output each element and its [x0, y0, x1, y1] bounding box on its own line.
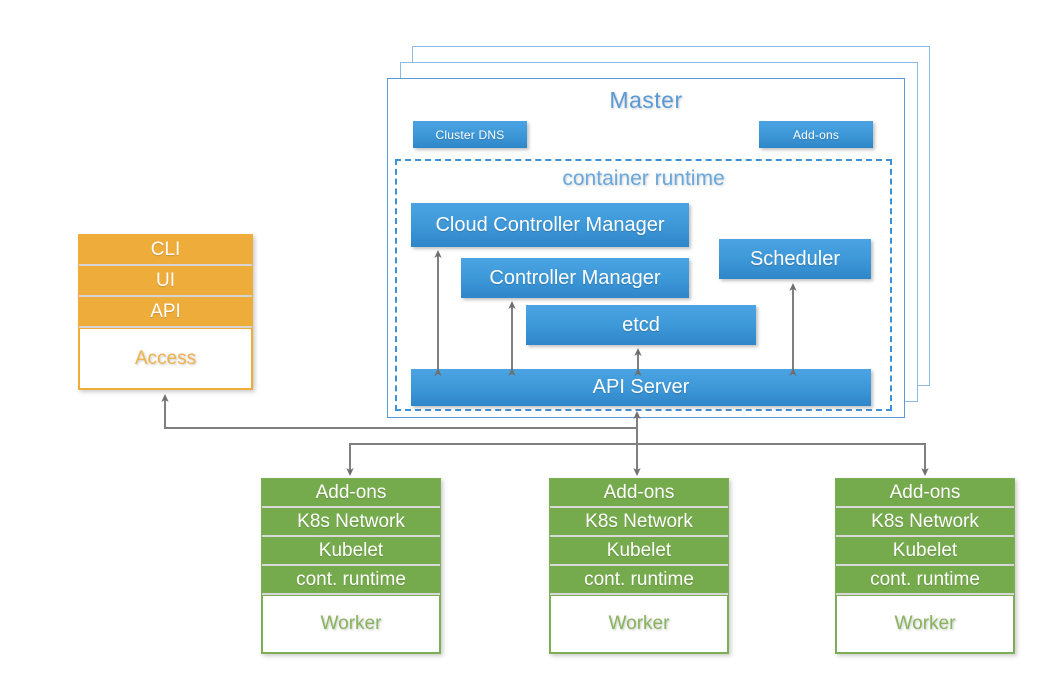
worker-2-bar-network-label: K8s Network — [585, 510, 693, 532]
worker-2-footer-label: Worker — [608, 613, 670, 634]
worker-1-bar-addons-label: Add-ons — [315, 481, 387, 503]
worker-2-bar-kubelet[interactable]: Kubelet — [550, 537, 728, 566]
worker-3-bar-network-label: K8s Network — [871, 510, 979, 532]
cluster-dns-label: Cluster DNS — [435, 127, 505, 142]
master-node[interactable]: Master Cluster DNS Add-ons container run… — [387, 78, 905, 418]
worker-3-bar-kubelet[interactable]: Kubelet — [836, 537, 1014, 566]
access-footer-label: Access — [134, 347, 197, 369]
worker-2-bar-addons[interactable]: Add-ons — [550, 479, 728, 508]
api-server-label: API Server — [592, 376, 690, 398]
container-runtime-title: container runtime — [562, 167, 725, 190]
access-bar-ui-label: UI — [156, 269, 175, 291]
worker-1-footer: Worker — [262, 595, 440, 653]
cluster-dns-box[interactable]: Cluster DNS — [413, 121, 527, 148]
worker-1-bar-runtime[interactable]: cont. runtime — [262, 566, 440, 595]
worker-node-3[interactable]: Add-ons K8s Network Kubelet cont. runtim… — [835, 478, 1015, 654]
worker-1-bar-kubelet-label: Kubelet — [318, 539, 384, 561]
master-addons-label: Add-ons — [792, 127, 840, 142]
worker-1-bar-addons[interactable]: Add-ons — [262, 479, 440, 508]
worker-3-bar-runtime-label: cont. runtime — [870, 568, 980, 590]
cloud-controller-manager-box[interactable]: Cloud Controller Manager — [411, 203, 689, 247]
controller-manager-label: Controller Manager — [489, 266, 661, 289]
worker-2-bar-network[interactable]: K8s Network — [550, 508, 728, 537]
master-title: Master — [609, 87, 683, 113]
access-bar-cli-label: CLI — [150, 238, 181, 260]
container-runtime-region: container runtime — [395, 159, 892, 411]
access-bar-ui[interactable]: UI — [79, 266, 252, 297]
worker-node-2[interactable]: Add-ons K8s Network Kubelet cont. runtim… — [549, 478, 729, 654]
worker-3-bar-addons[interactable]: Add-ons — [836, 479, 1014, 508]
worker-2-bar-kubelet-label: Kubelet — [606, 539, 672, 561]
worker-3-bar-network[interactable]: K8s Network — [836, 508, 1014, 537]
worker-1-bar-runtime-label: cont. runtime — [296, 568, 406, 590]
worker-2-bar-runtime-label: cont. runtime — [584, 568, 694, 590]
worker-1-bar-kubelet[interactable]: Kubelet — [262, 537, 440, 566]
worker-1-bar-network[interactable]: K8s Network — [262, 508, 440, 537]
worker-3-footer: Worker — [836, 595, 1014, 653]
worker-2-footer: Worker — [550, 595, 728, 653]
api-to-workers-wire — [346, 443, 929, 476]
api-server-box[interactable]: API Server — [411, 369, 871, 406]
access-node[interactable]: CLI UI API Access — [78, 234, 253, 390]
access-bar-cli[interactable]: CLI — [79, 235, 252, 266]
worker-node-1[interactable]: Add-ons K8s Network Kubelet cont. runtim… — [261, 478, 441, 654]
worker-1-bar-network-label: K8s Network — [297, 510, 405, 532]
worker-3-bar-kubelet-label: Kubelet — [892, 539, 958, 561]
worker-3-footer-label: Worker — [894, 613, 956, 634]
access-bar-api-label: API — [150, 300, 181, 322]
cloud-controller-manager-label: Cloud Controller Manager — [435, 213, 665, 236]
access-bar-api[interactable]: API — [79, 297, 252, 328]
scheduler-label: Scheduler — [749, 247, 841, 270]
worker-2-bar-runtime[interactable]: cont. runtime — [550, 566, 728, 595]
etcd-box[interactable]: etcd — [526, 305, 756, 345]
worker-2-bar-addons-label: Add-ons — [603, 481, 675, 503]
scheduler-box[interactable]: Scheduler — [719, 239, 871, 279]
worker-3-bar-addons-label: Add-ons — [889, 481, 961, 503]
worker-3-bar-runtime[interactable]: cont. runtime — [836, 566, 1014, 595]
controller-manager-box[interactable]: Controller Manager — [461, 258, 689, 298]
etcd-label: etcd — [622, 313, 660, 336]
access-footer: Access — [79, 328, 252, 389]
worker-1-footer-label: Worker — [320, 613, 382, 634]
master-addons-box[interactable]: Add-ons — [759, 121, 873, 148]
